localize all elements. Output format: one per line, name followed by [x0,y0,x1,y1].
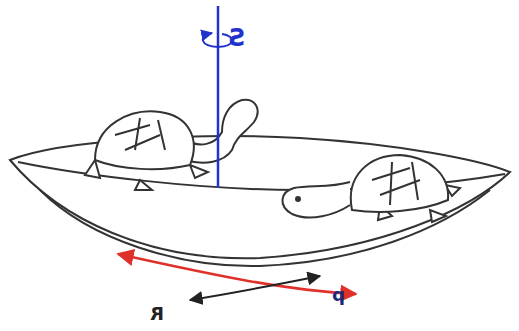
arrow-label: R [150,305,164,323]
turtle-right [282,155,460,222]
bowl [10,136,510,266]
red-double-arrow [118,254,356,294]
arrow-label: p [332,286,345,304]
turtle-left [85,100,258,190]
rotation-axis [203,6,232,188]
black-double-arrow [190,276,320,300]
axis-label: S [228,26,245,50]
